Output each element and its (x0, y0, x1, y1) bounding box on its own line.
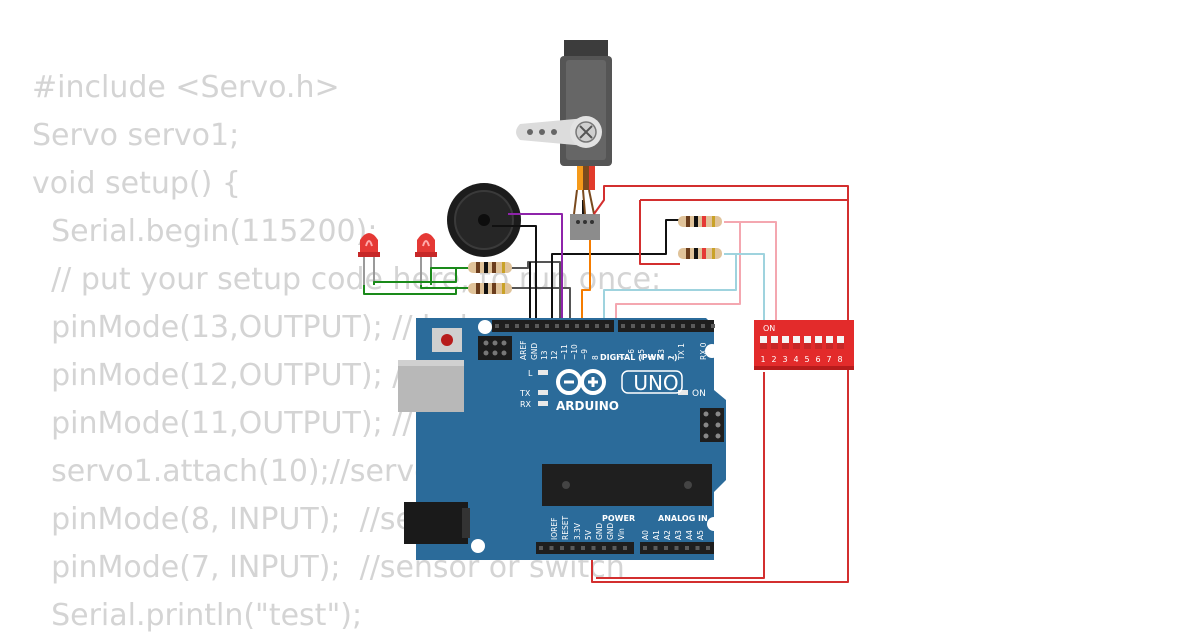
usb-port (398, 360, 464, 412)
dip-number: 7 (826, 355, 831, 364)
dip-number: 1 (760, 355, 765, 364)
dip-number: 4 (793, 355, 798, 364)
code-line: pinMode(12,OUTPUT); // led (32, 358, 468, 393)
board-model: UNO (633, 371, 678, 395)
pin-label: ~5 (637, 349, 646, 360)
dip-number: 5 (804, 355, 809, 364)
pin-label: RX 0 (699, 342, 708, 360)
code-line: Serial.begin(115200); (32, 214, 378, 249)
digital-header-low (618, 320, 714, 332)
resistor-1 (468, 262, 512, 273)
rx-led-label: RX (520, 400, 532, 409)
l-led-label: L (528, 369, 533, 378)
pin-label: 7 (617, 355, 626, 360)
dip-number: 6 (815, 355, 820, 364)
power-jack (404, 502, 468, 544)
pin-label: RESET (561, 516, 570, 540)
microcontroller-chip (542, 464, 712, 506)
tx-led-label: TX (519, 389, 531, 398)
dip-number: 8 (837, 355, 842, 364)
led-2[interactable] (415, 233, 437, 285)
pin-label: A1 (652, 530, 661, 540)
digital-label: DIGITAL (PWM ~) (600, 353, 678, 362)
resistor-2 (468, 283, 512, 294)
pin-label: ~3 (657, 349, 666, 360)
pin-label: GND (595, 523, 604, 540)
dip-slider[interactable] (793, 336, 800, 349)
pin-label: 12 (550, 350, 559, 360)
pin-label: TX 1 (677, 343, 686, 361)
resistor-4 (678, 248, 722, 259)
pin-label: GND (530, 343, 539, 360)
dip-slider[interactable] (815, 336, 822, 349)
pin-label: A4 (685, 530, 694, 540)
dip-slider[interactable] (771, 336, 778, 349)
buzzer[interactable] (447, 183, 521, 257)
wires (363, 185, 849, 583)
code-line: pinMode(7, INPUT); //sensor or switch (32, 550, 625, 585)
pin-label: A0 (641, 530, 650, 540)
pin-label: 13 (540, 350, 549, 360)
pin-label: AREF (519, 341, 528, 360)
servo-motor[interactable] (516, 40, 612, 190)
code-line: void setup() { (32, 166, 241, 201)
pin-label: A3 (674, 530, 683, 540)
dip-number: 3 (782, 355, 787, 364)
on-led-label: ON (692, 389, 706, 399)
pin-label: ~11 (560, 344, 569, 360)
dip-number: 2 (771, 355, 776, 364)
pin-label: ~10 (570, 344, 579, 360)
pin-label: ~6 (627, 349, 636, 360)
analog-label: ANALOG IN (658, 514, 708, 523)
code-line: Serial.println("test"); (32, 598, 363, 633)
board-brand: ARDUINO (556, 399, 619, 413)
dip-slider[interactable] (760, 336, 767, 349)
code-line: Servo servo1; (32, 118, 240, 153)
pin-label: Vin (617, 528, 626, 540)
pin-label: 3.3V (573, 522, 582, 540)
code-line: servo1.attach(10);//servo (32, 454, 433, 489)
pin-label: IOREF (550, 518, 559, 540)
dip-slider[interactable] (804, 336, 811, 349)
pin-label: GND (606, 523, 615, 540)
pin-label: 4 (647, 355, 656, 360)
pin-label: 5V (584, 529, 593, 540)
pin-label: 2 (667, 355, 676, 360)
pin-label: A5 (696, 530, 705, 540)
pin-label: A2 (663, 530, 672, 540)
power-label: POWER (602, 514, 635, 523)
dip-slider[interactable] (837, 336, 844, 349)
servo-header (570, 214, 600, 240)
pin-label: 8 (591, 355, 600, 360)
dip-slider[interactable] (826, 336, 833, 349)
dip-slider[interactable] (782, 336, 789, 349)
pin-label: ~9 (580, 349, 589, 360)
led-1[interactable] (358, 233, 380, 285)
code-line: #include <Servo.h> (32, 70, 340, 105)
dip-on-label: ON (763, 324, 775, 333)
resistor-3 (678, 216, 722, 227)
arduino-logo (556, 369, 606, 395)
digital-header-high (492, 320, 614, 332)
